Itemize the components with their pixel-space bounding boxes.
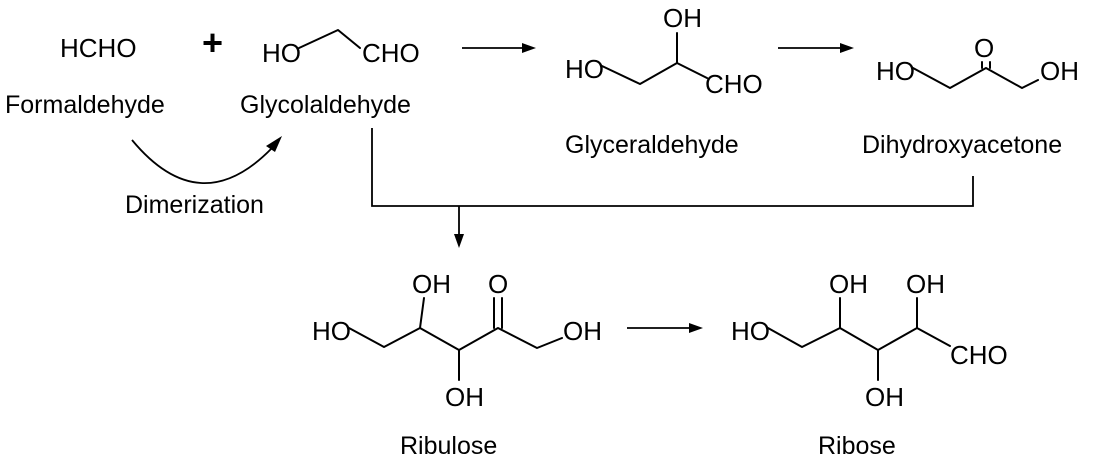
ribulose-oh-top: OH: [412, 269, 451, 299]
combining-bracket: [371, 128, 974, 207]
glycolaldehyde-bonds: [298, 29, 361, 49]
plus-sign: +: [202, 22, 223, 63]
glycolaldehyde-name: Glycolaldehyde: [240, 91, 411, 119]
glyceraldehyde-ho: HO: [565, 54, 604, 84]
down-arrowhead: [454, 234, 464, 248]
ribose-ho: HO: [731, 316, 770, 346]
dihydroxyacetone-chain: [912, 67, 1039, 89]
ribose-oh-top-2: OH: [906, 269, 945, 299]
ribose-chain: [767, 327, 951, 351]
dimerization-arrow: Dimerization: [125, 136, 282, 219]
ribulose-oh-bottom: OH: [445, 382, 484, 412]
ribose-name: Ribose: [818, 432, 896, 460]
dihydroxyacetone-o: O: [974, 33, 994, 63]
glycolaldehyde-cho: CHO: [362, 38, 420, 68]
glycolaldehyde-ho: HO: [262, 38, 301, 68]
formaldehyde: HCHO Formaldehyde: [5, 33, 165, 119]
ribose-oh-top-1: OH: [829, 269, 868, 299]
glycolaldehyde: HO CHO Glycolaldehyde: [240, 29, 420, 119]
arrow-to-glyceraldehyde: [462, 43, 536, 53]
formaldehyde-formula: HCHO: [60, 33, 137, 63]
ribose: OH OH HO CHO OH Ribose: [731, 269, 1008, 460]
ribulose-ho: HO: [312, 316, 351, 346]
ribulose-oh-right: OH: [563, 316, 602, 346]
dihydroxyacetone: O HO OH Dihydroxyacetone: [862, 33, 1079, 159]
ribulose-oh-top-bond: [419, 297, 425, 329]
dihydroxyacetone-ho: HO: [876, 56, 915, 86]
arrow-to-dihydroxyacetone: [778, 43, 854, 53]
arrow-to-ribose: [627, 323, 703, 333]
dimerization-label: Dimerization: [125, 191, 264, 219]
combining-arrow: [371, 128, 974, 248]
glyceraldehyde-oh: OH: [663, 3, 702, 33]
ribulose-chain: [348, 327, 563, 351]
ribulose-o: O: [488, 269, 508, 299]
glyceraldehyde-name: Glyceraldehyde: [565, 131, 739, 159]
dimerization-curve: [131, 139, 273, 184]
glyceraldehyde-chain: [601, 62, 708, 85]
ribulose-name: Ribulose: [400, 432, 497, 460]
formaldehyde-name: Formaldehyde: [5, 91, 165, 119]
ribulose: OH O HO OH OH Ribulose: [312, 269, 602, 460]
ribose-oh-bottom: OH: [865, 382, 904, 412]
dihydroxyacetone-name: Dihydroxyacetone: [862, 131, 1062, 159]
dihydroxyacetone-oh: OH: [1040, 56, 1079, 86]
glyceraldehyde: OH HO CHO Glyceraldehyde: [565, 3, 763, 159]
glyceraldehyde-cho: CHO: [705, 69, 763, 99]
dimerization-arrowhead: [266, 136, 282, 152]
ribose-cho: CHO: [950, 340, 1008, 370]
